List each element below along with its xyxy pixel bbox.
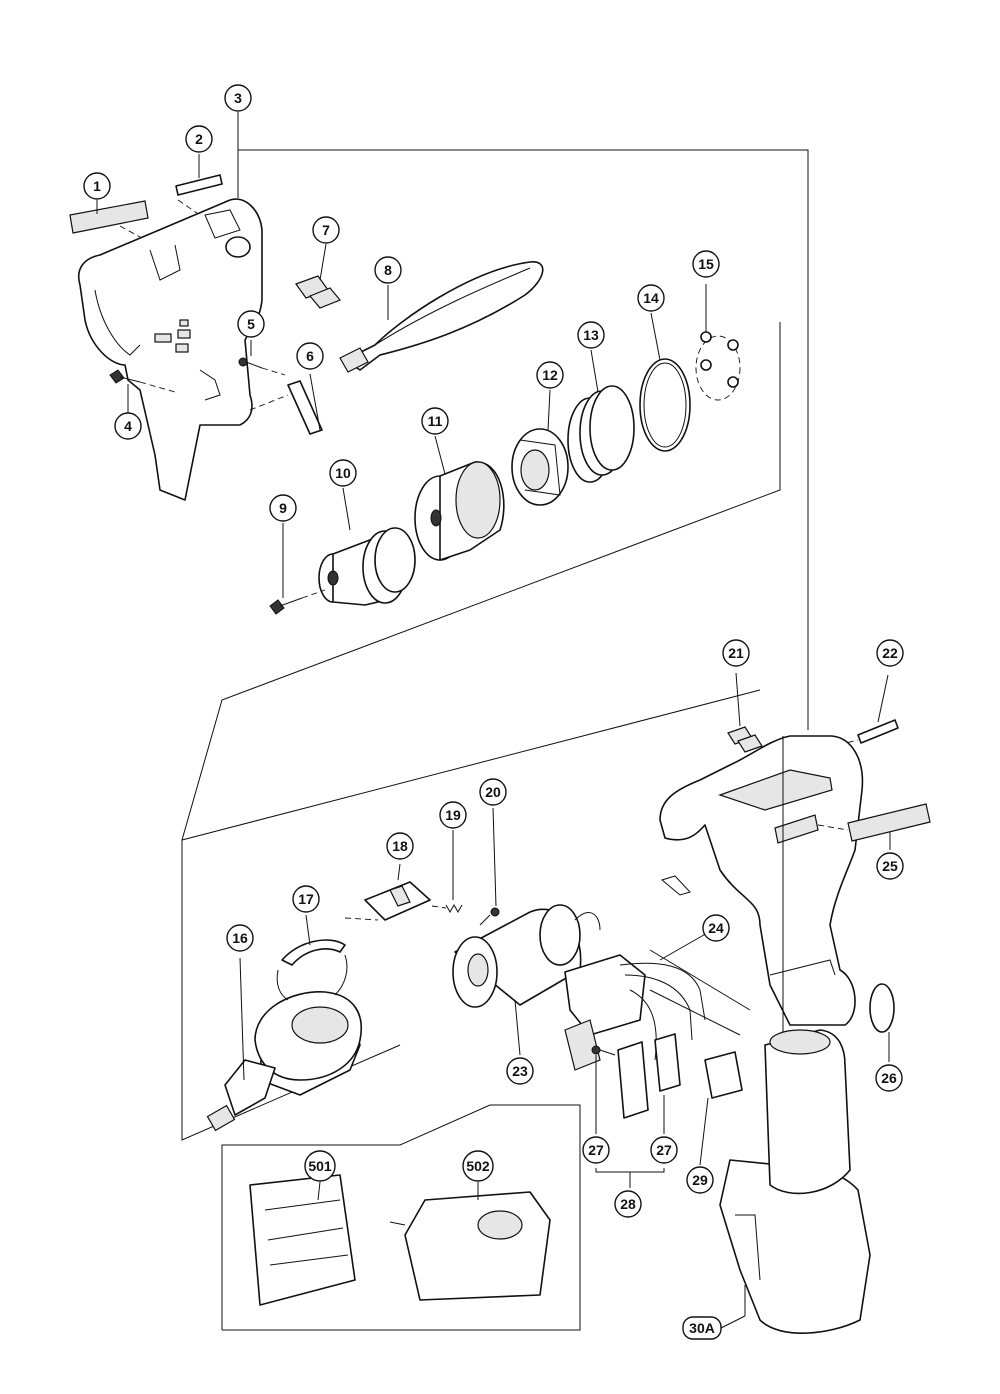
svg-text:27: 27 xyxy=(656,1142,672,1158)
callout-24: 24 xyxy=(702,914,730,942)
callout-16: 16 xyxy=(226,924,254,952)
svg-text:8: 8 xyxy=(384,262,392,278)
callout-28: 28 xyxy=(614,1190,642,1218)
svg-text:7: 7 xyxy=(322,222,330,238)
part-26-ring xyxy=(869,983,895,1062)
svg-text:4: 4 xyxy=(124,418,132,434)
svg-text:501: 501 xyxy=(308,1158,332,1174)
part-20-screw xyxy=(479,807,500,926)
callout-13: 13 xyxy=(577,321,605,349)
part-4-screw xyxy=(109,369,176,413)
callout-3: 3 xyxy=(224,84,252,112)
callout-21: 21 xyxy=(722,639,750,667)
callout-11: 11 xyxy=(421,407,449,435)
svg-text:17: 17 xyxy=(298,891,314,907)
svg-text:16: 16 xyxy=(232,930,248,946)
part-24-switch-wiring xyxy=(564,927,751,1071)
svg-text:21: 21 xyxy=(728,645,744,661)
part-9-screw xyxy=(269,523,303,615)
part-15-steel-balls xyxy=(695,284,741,401)
callout-17: 17 xyxy=(292,885,320,913)
callout-14: 14 xyxy=(637,284,665,312)
callout-6: 6 xyxy=(296,342,324,370)
svg-text:18: 18 xyxy=(392,838,408,854)
part-16-gear-case xyxy=(206,957,362,1132)
callout-12: 12 xyxy=(536,361,564,389)
svg-text:502: 502 xyxy=(466,1158,490,1174)
callout-20: 20 xyxy=(479,778,507,806)
part-29-connector xyxy=(699,1051,743,1166)
svg-text:20: 20 xyxy=(485,784,501,800)
callout-30A: 30A xyxy=(682,1315,746,1340)
svg-text:2: 2 xyxy=(195,131,203,147)
svg-text:3: 3 xyxy=(234,90,242,106)
svg-text:6: 6 xyxy=(306,348,314,364)
part-3-housing-left-half xyxy=(78,112,263,501)
svg-text:5: 5 xyxy=(247,316,255,332)
part-13-springs xyxy=(567,349,635,483)
callout-1: 1 xyxy=(83,172,111,200)
part-21-plate xyxy=(727,672,763,753)
callout-9: 9 xyxy=(269,494,297,522)
svg-text:14: 14 xyxy=(643,290,659,306)
callout-27-left: 27 xyxy=(582,1136,610,1164)
svg-text:25: 25 xyxy=(882,858,898,874)
part-27-terminals xyxy=(591,1033,681,1188)
callout-23: 23 xyxy=(506,1057,534,1085)
callout-27-right: 27 xyxy=(650,1136,678,1164)
part-23-dc-motor xyxy=(452,904,601,1056)
part-6-clip xyxy=(249,373,323,435)
callout-29: 29 xyxy=(686,1166,714,1194)
part-25-label xyxy=(817,803,931,850)
svg-text:22: 22 xyxy=(882,645,898,661)
part-housing-right-half xyxy=(659,735,864,1040)
accessory-box xyxy=(221,1104,581,1331)
svg-text:1: 1 xyxy=(93,178,101,194)
svg-text:24: 24 xyxy=(708,920,724,936)
callout-22: 22 xyxy=(876,639,904,667)
callout-7: 7 xyxy=(312,216,340,244)
svg-text:29: 29 xyxy=(692,1172,708,1188)
callout-26: 26 xyxy=(875,1064,903,1092)
part-10-keyless-chuck xyxy=(301,487,416,606)
part-1-label-plate xyxy=(69,200,161,249)
part-7-switch-plate xyxy=(295,243,341,309)
callout-15: 15 xyxy=(692,250,720,278)
svg-text:27: 27 xyxy=(588,1142,604,1158)
part-18-switch-plate xyxy=(364,863,431,921)
svg-text:15: 15 xyxy=(698,256,714,272)
part-11-clutch-cover xyxy=(414,435,505,561)
svg-text:12: 12 xyxy=(542,367,558,383)
callout-5: 5 xyxy=(237,310,265,338)
callout-2: 2 xyxy=(185,125,213,153)
part-5-screw xyxy=(238,340,286,376)
callout-502: 502 xyxy=(462,1150,494,1182)
svg-text:26: 26 xyxy=(881,1070,897,1086)
svg-text:23: 23 xyxy=(512,1063,528,1079)
svg-text:11: 11 xyxy=(428,413,443,429)
part-8-hand-strap xyxy=(339,261,544,373)
part-30A-battery-pack xyxy=(719,1029,871,1334)
svg-text:9: 9 xyxy=(279,500,287,516)
part-14-ring xyxy=(639,312,691,452)
part-19-spring xyxy=(431,830,463,914)
part-22-driver-bit xyxy=(837,674,899,746)
svg-text:28: 28 xyxy=(620,1196,636,1212)
callout-10: 10 xyxy=(329,459,357,487)
callout-19: 19 xyxy=(439,801,467,829)
callout-4: 4 xyxy=(114,412,142,440)
svg-text:10: 10 xyxy=(335,465,351,481)
callout-501: 501 xyxy=(304,1150,336,1182)
callout-8: 8 xyxy=(374,256,402,284)
part-12-adjusting-collar xyxy=(511,389,569,506)
part-17-bracket xyxy=(276,914,379,1001)
callout-18: 18 xyxy=(386,832,414,860)
svg-text:30A: 30A xyxy=(689,1320,715,1336)
svg-text:13: 13 xyxy=(583,327,599,343)
callout-25: 25 xyxy=(876,852,904,880)
svg-text:19: 19 xyxy=(445,807,461,823)
